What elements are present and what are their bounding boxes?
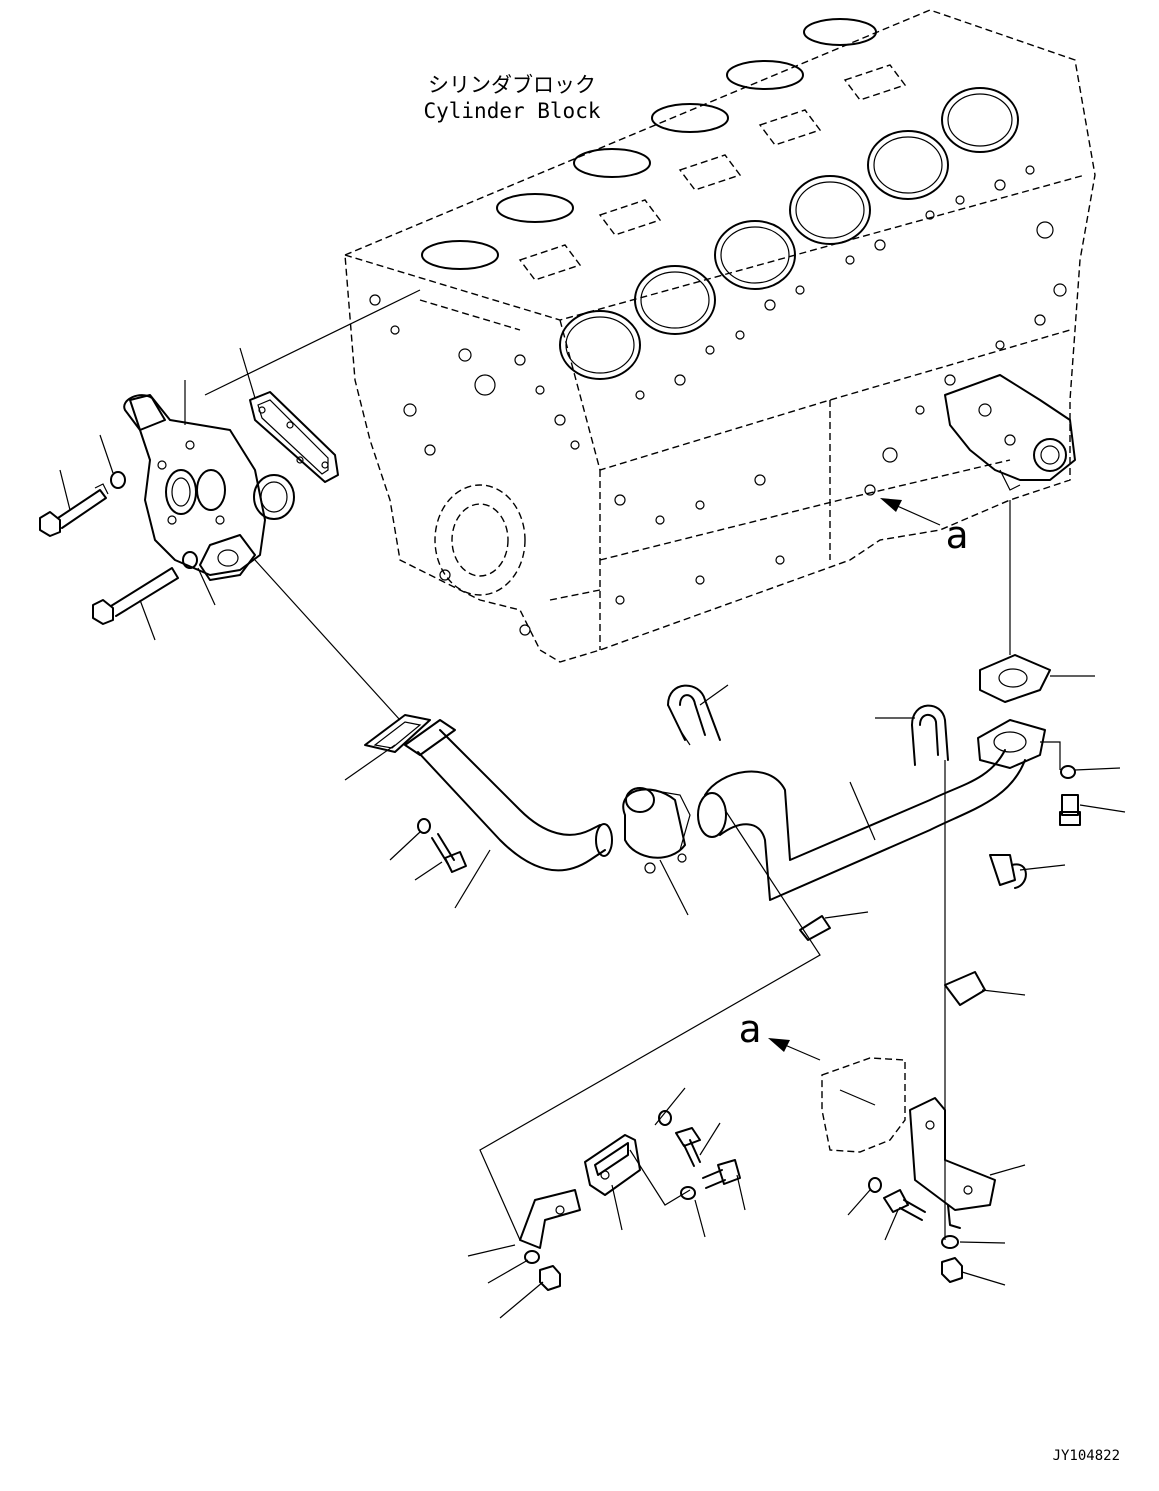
nut-bottom-right: [941, 1257, 963, 1283]
water-pump-housing: [944, 374, 1076, 491]
bolt-center-upper: [675, 1127, 701, 1167]
bracket-left: [519, 1189, 581, 1249]
bolt-right: [1059, 794, 1081, 826]
elbow-fitting: [989, 854, 1027, 889]
crank-boss: [434, 484, 526, 596]
flange-gasket-right: [979, 654, 1051, 703]
u-bolt-left: [667, 684, 721, 746]
view-label-a-lower: a: [739, 1007, 762, 1051]
bolt-upper-left: [39, 483, 109, 537]
cylinder-bores-front: [559, 87, 1019, 380]
washer-center-lower: [680, 1186, 696, 1200]
washer-lower-left: [182, 551, 198, 569]
washer-center-upper: [658, 1110, 672, 1126]
block-label-en: Cylinder Block: [423, 99, 600, 123]
bolt-pipe-left: [431, 833, 467, 873]
washer-right: [1060, 765, 1076, 779]
pipe-clip: [799, 915, 831, 941]
pipe-clamp: [944, 971, 986, 1006]
washer-pipe-left: [417, 818, 431, 834]
view-arrow-a-lower: [768, 1038, 821, 1061]
nut-bottom-left: [539, 1265, 561, 1291]
cylinder-bores-rear: [421, 18, 877, 270]
pipe-flange-gasket-left: [364, 714, 431, 753]
assembly-lines: [204, 289, 1061, 1241]
mounting-plate: [821, 1057, 906, 1153]
thermostat-housing: [123, 394, 295, 581]
block-label-jp: シリンダブロック: [428, 73, 596, 97]
hose-coupling: [622, 787, 691, 874]
washer-upper-left: [110, 471, 126, 489]
bolt-bracket-right: [883, 1189, 926, 1221]
washer-bottom-left: [524, 1250, 540, 1264]
housing-gasket: [249, 391, 339, 483]
cylinder-block: [344, 9, 1096, 663]
callout-leaders: [59, 347, 1126, 1319]
bolt-lower-left: [92, 567, 179, 625]
view-label-a-upper: a: [946, 513, 969, 557]
water-pipe-right: [697, 749, 1026, 901]
water-pipe-left: [404, 719, 613, 872]
bracket-center: [584, 1134, 641, 1196]
block-pads: [518, 64, 907, 281]
bracket-right: [909, 1097, 996, 1229]
u-bolt-right: [911, 704, 949, 766]
block-holes: [369, 165, 1067, 636]
view-arrow-a-upper: [880, 498, 941, 526]
bolt-center-lower: [702, 1159, 741, 1189]
washer-bottom-right: [941, 1235, 959, 1249]
washer-bracket-right: [868, 1177, 882, 1193]
drawing-id: JY104822: [1053, 1448, 1120, 1464]
pipe-flange-right: [977, 719, 1046, 769]
